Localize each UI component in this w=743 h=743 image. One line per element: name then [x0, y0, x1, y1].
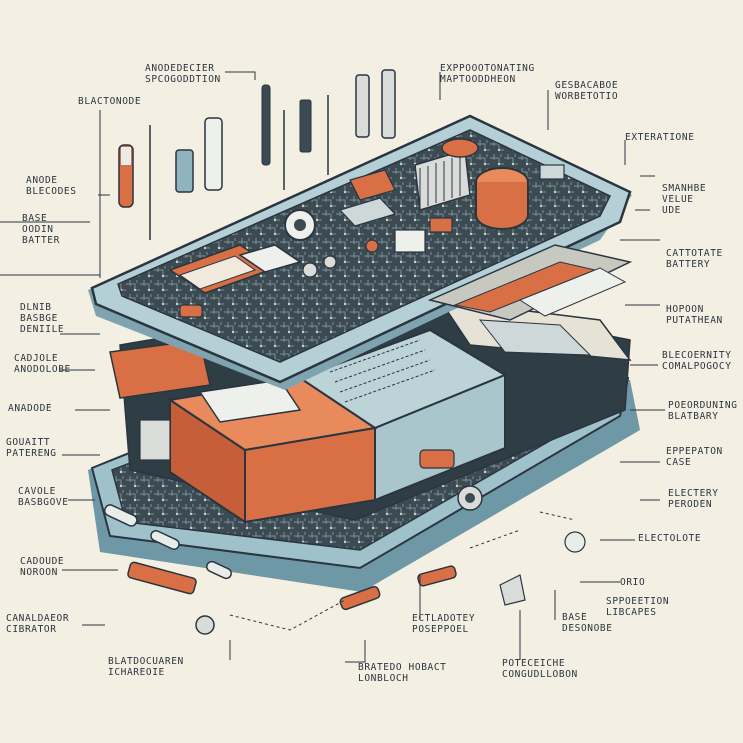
label-electolote: ELECTOLOTE: [638, 533, 702, 544]
floating-parts: [118, 69, 586, 635]
label-anadode: ANADODE: [8, 403, 53, 414]
label-blactonode: BLACTONODE: [78, 96, 142, 107]
label-orio: ORIO: [620, 577, 646, 588]
battery: [167, 328, 508, 524]
label-exteratione: EXTERATIONE: [625, 132, 695, 143]
top-tray: [88, 114, 632, 390]
leader-lines: [0, 71, 665, 663]
dashed-accents: [229, 511, 576, 631]
flex-ribbon: [427, 244, 633, 321]
